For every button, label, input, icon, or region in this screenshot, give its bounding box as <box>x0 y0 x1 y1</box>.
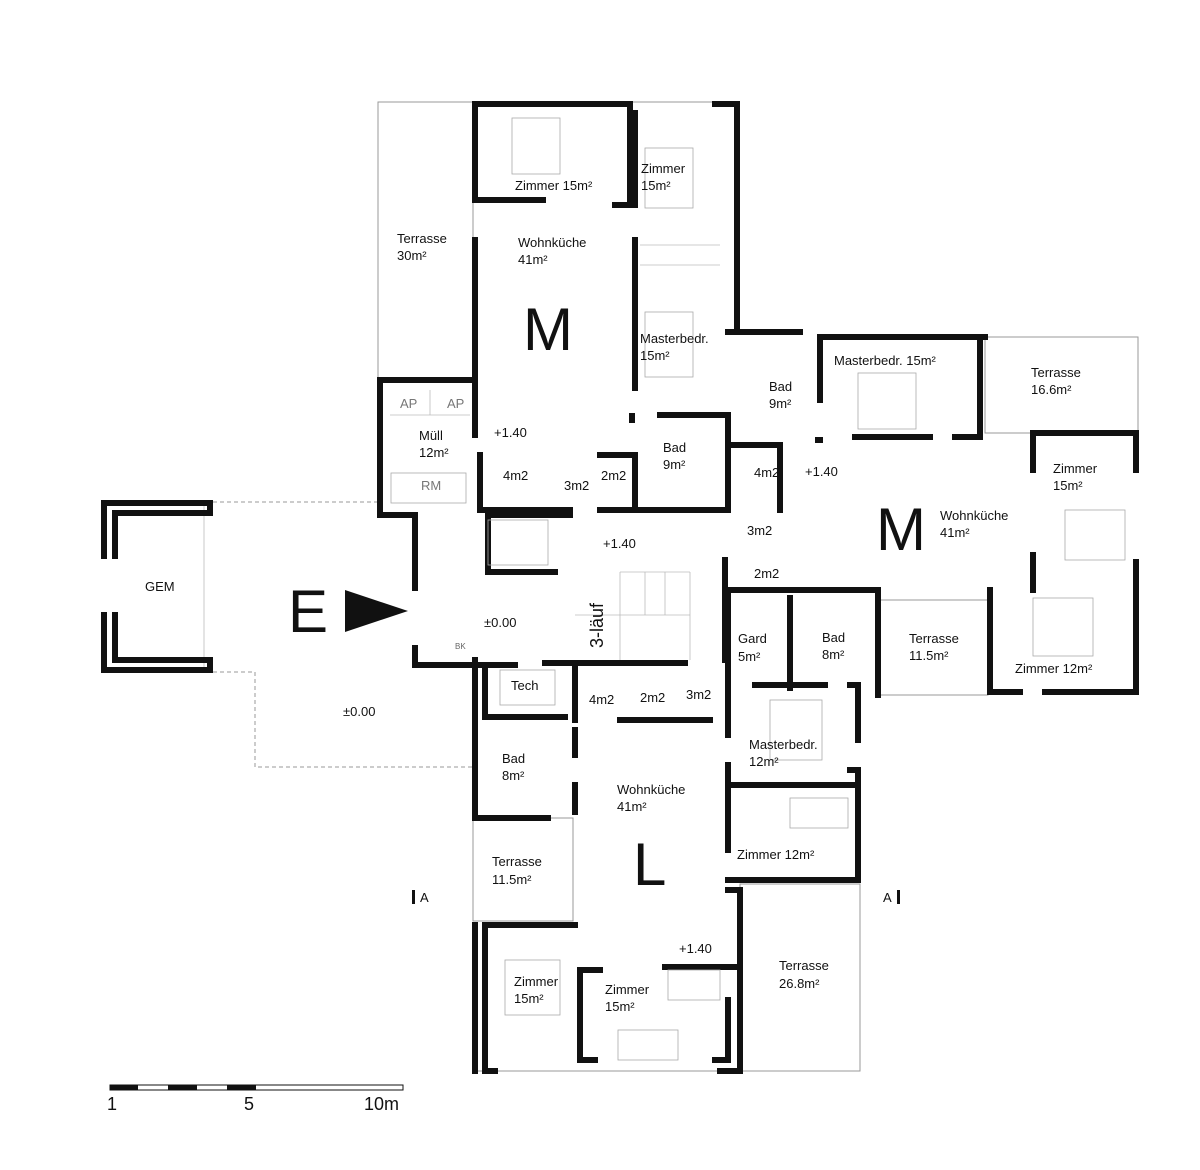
room-label: Gard <box>738 631 767 646</box>
room-label: Masterbedr. <box>640 331 709 346</box>
room-label: Wohnküche <box>940 508 1008 523</box>
room-area: 30m² <box>397 248 427 263</box>
entrance-arrow-icon <box>345 590 408 632</box>
room-label: Bad <box>502 751 525 766</box>
tech-label: Tech <box>511 678 538 693</box>
room-label: Terrasse <box>492 854 542 869</box>
gem-label: GEM <box>145 579 175 594</box>
rm-label: RM <box>421 478 441 493</box>
furniture <box>390 117 1126 1061</box>
room-area: 41m² <box>518 252 548 267</box>
room-area: 15m² <box>605 999 635 1014</box>
scale-label-1: 1 <box>107 1094 117 1114</box>
room-label: Terrasse <box>397 231 447 246</box>
entrance-letter: E <box>288 578 328 645</box>
room-area: 15m² <box>514 991 544 1006</box>
room-area: 16.6m² <box>1031 382 1072 397</box>
scale-label-10m: 10m <box>364 1094 399 1114</box>
small-room-area: 4m2 <box>754 465 779 480</box>
level-outside: ±0.00 <box>343 704 375 719</box>
room-label: Zimmer <box>641 161 686 176</box>
room-label: Bad <box>769 379 792 394</box>
unit-letter-lower: L <box>633 831 666 898</box>
small-room-area: 3m2 <box>747 523 772 538</box>
room-area: 41m² <box>940 525 970 540</box>
small-room-area: 3m2 <box>686 687 711 702</box>
room-area: 15m² <box>641 178 671 193</box>
section-marker-left: A <box>412 890 429 905</box>
scale-label-5: 5 <box>244 1094 254 1114</box>
bk-label: BK <box>455 642 466 651</box>
small-room-area: 4m2 <box>589 692 614 707</box>
level-upper: +1.40 <box>494 425 527 440</box>
room-label: Terrasse <box>779 958 829 973</box>
room-area: 8m² <box>502 768 525 783</box>
room-area: 41m² <box>617 799 647 814</box>
small-room-area: 4m2 <box>503 468 528 483</box>
room-label: Zimmer 15m² <box>515 178 593 193</box>
room-label: Terrasse <box>1031 365 1081 380</box>
room-area: 15m² <box>640 348 670 363</box>
unit-letter-upper: M <box>523 296 573 363</box>
small-room-area: 2m2 <box>640 690 665 705</box>
room-label: Zimmer 12m² <box>1015 661 1093 676</box>
room-label: Masterbedr. <box>749 737 818 752</box>
room-area: 12m² <box>749 754 779 769</box>
room-label: Wohnküche <box>518 235 586 250</box>
small-room-area: 2m2 <box>754 566 779 581</box>
level-lower: +1.40 <box>679 941 712 956</box>
scale-bar: 1 5 10m <box>107 1084 404 1114</box>
room-area: 9m² <box>663 457 686 472</box>
room-label: Zimmer <box>605 982 650 997</box>
room-area: 9m² <box>769 396 792 411</box>
level-mid: +1.40 <box>603 536 636 551</box>
walls <box>101 101 1139 1074</box>
muell-area: 12m² <box>419 445 449 460</box>
room-label: Bad <box>663 440 686 455</box>
ap-label: AP <box>447 396 464 411</box>
room-area: 26.8m² <box>779 976 820 991</box>
room-area: 8m² <box>822 647 845 662</box>
room-label: Terrasse <box>909 631 959 646</box>
room-label: Bad <box>822 630 845 645</box>
level-entry: ±0.00 <box>484 615 516 630</box>
muell-label: Müll <box>419 428 443 443</box>
room-label: Zimmer <box>514 974 559 989</box>
room-label: Zimmer 12m² <box>737 847 815 862</box>
room-area: 5m² <box>738 649 761 664</box>
small-room-area: 3m2 <box>564 478 589 493</box>
small-room-area: 2m2 <box>601 468 626 483</box>
section-marker-right: A <box>883 890 900 905</box>
terrace-outlines <box>203 101 1139 1072</box>
room-label: Masterbedr. 15m² <box>834 353 937 368</box>
room-area: 11.5m² <box>909 648 949 663</box>
svg-text:A: A <box>420 890 429 905</box>
level-right: +1.40 <box>805 464 838 479</box>
room-area: 11.5m² <box>492 872 532 887</box>
ap-label: AP <box>400 396 417 411</box>
svg-text:A: A <box>883 890 892 905</box>
room-label: Wohnküche <box>617 782 685 797</box>
stair-label: 3-läuf <box>587 602 607 648</box>
room-label: Zimmer <box>1053 461 1098 476</box>
unit-letter-right: M <box>876 496 926 563</box>
room-area: 15m² <box>1053 478 1083 493</box>
